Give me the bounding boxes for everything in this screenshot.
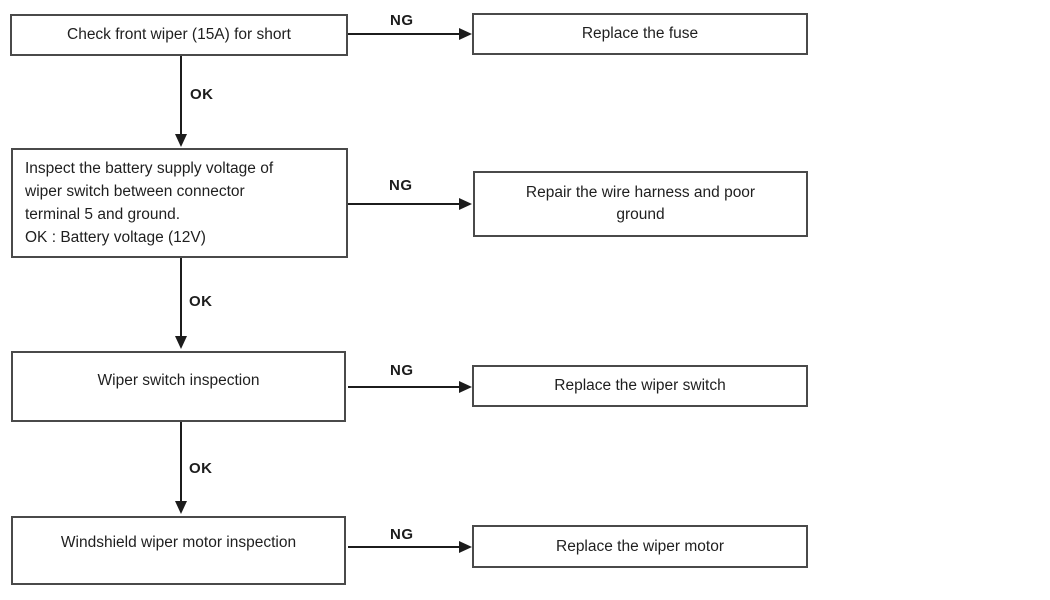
ok-arrow-line-3 xyxy=(180,422,182,502)
ok-arrowhead-icon-2 xyxy=(175,336,187,349)
ng-label-2: NG xyxy=(389,177,413,194)
ok-arrowhead-icon-1 xyxy=(175,134,187,147)
ok-arrowhead-icon-3 xyxy=(175,501,187,514)
ng-arrow-line-4 xyxy=(348,546,459,548)
ng-arrow-line-1 xyxy=(348,33,459,35)
action-box-replace-fuse: Replace the fuse xyxy=(472,13,808,55)
ng-label-1: NG xyxy=(390,12,414,29)
ng-arrowhead-icon-2 xyxy=(459,198,472,210)
ng-arrow-line-2 xyxy=(348,203,459,205)
ok-label-2: OK xyxy=(189,293,213,310)
ng-label-3: NG xyxy=(390,362,414,379)
action-box-replace-switch: Replace the wiper switch xyxy=(472,365,808,407)
ng-arrowhead-icon-4 xyxy=(459,541,472,553)
ng-arrowhead-icon-3 xyxy=(459,381,472,393)
action-box-repair-harness: Repair the wire harness and poor ground xyxy=(473,171,808,237)
ng-label-4: NG xyxy=(390,526,414,543)
check-box-fuse-short: Check front wiper (15A) for short xyxy=(10,14,348,56)
ok-arrow-line-2 xyxy=(180,258,182,337)
ok-label-3: OK xyxy=(189,460,213,477)
check-box-wiper-switch: Wiper switch inspection xyxy=(11,351,346,422)
check-box-battery-voltage: Inspect the battery supply voltage of wi… xyxy=(11,148,348,258)
check-box-wiper-motor: Windshield wiper motor inspection xyxy=(11,516,346,585)
ok-label-1: OK xyxy=(190,86,214,103)
action-box-replace-motor: Replace the wiper motor xyxy=(472,525,808,568)
ng-arrow-line-3 xyxy=(348,386,459,388)
ok-arrow-line-1 xyxy=(180,56,182,135)
ng-arrowhead-icon-1 xyxy=(459,28,472,40)
